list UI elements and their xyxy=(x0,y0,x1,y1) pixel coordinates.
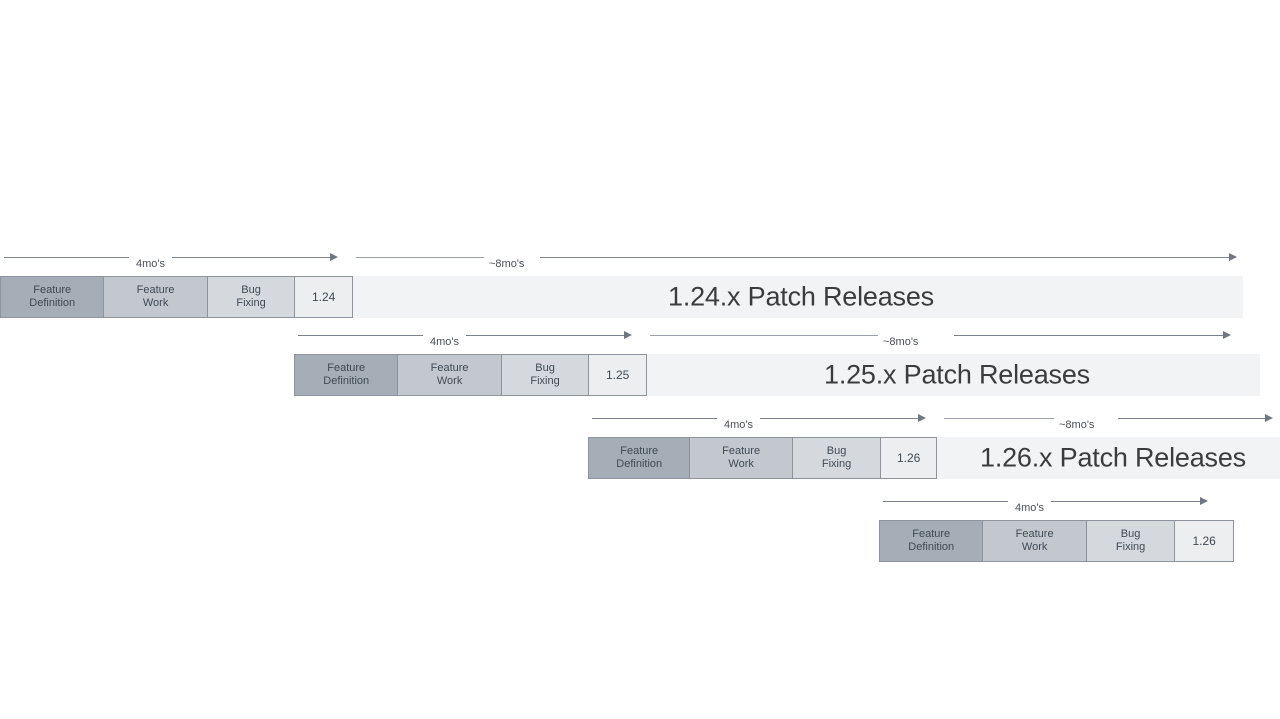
dev-duration-label: 4mo's xyxy=(724,419,753,431)
phase-label-line-1: Feature xyxy=(430,362,469,374)
phase-label-line-2: Definition xyxy=(323,375,370,387)
dev-duration-label: 4mo's xyxy=(136,258,165,270)
phase-label-line-2: Definition xyxy=(908,541,955,553)
phase-bar-1: Feature Definition Feature Work Bug Fixi… xyxy=(0,276,353,318)
dev-rule-left-segment xyxy=(592,418,717,419)
phase-label-line-1: Feature xyxy=(327,362,366,374)
phase-label-line-1: Feature xyxy=(912,528,951,540)
version-chip[interactable]: 1.26 xyxy=(881,438,936,478)
phase-feature-work[interactable]: Feature Work xyxy=(983,521,1087,561)
phase-bar-2: Feature Definition Feature Work Bug Fixi… xyxy=(294,354,647,396)
phase-label-line-2: Definition xyxy=(616,458,663,470)
patch-arrow-head xyxy=(1229,253,1237,261)
patch-duration-label: ~8mo's xyxy=(489,258,525,270)
dev-duration-label: 4mo's xyxy=(430,336,459,348)
patch-rule-right-segment xyxy=(1118,418,1268,419)
phase-bug-fixing[interactable]: Bug Fixing xyxy=(792,438,882,478)
phase-label-line-1: Bug xyxy=(1120,528,1141,540)
patch-arrow-head xyxy=(1223,331,1231,339)
patch-duration-label: ~8mo's xyxy=(883,336,919,348)
phase-label-line-1: Feature xyxy=(136,284,175,296)
duration-rules-row-1: 4mo's ~8mo's xyxy=(0,248,1245,270)
dev-rule-left-segment xyxy=(883,501,1008,502)
release-row-2: 4mo's ~8mo's 1.25.x Patch Releases Featu… xyxy=(294,326,1280,404)
phase-feature-definition[interactable]: Feature Definition xyxy=(1,277,105,317)
dev-rule-left-segment xyxy=(4,257,129,258)
phase-feature-work[interactable]: Feature Work xyxy=(690,438,793,478)
phase-bug-fixing[interactable]: Bug Fixing xyxy=(1086,521,1176,561)
patch-rule-left-segment xyxy=(944,418,1054,419)
phase-label-line-1: Bug xyxy=(241,284,261,296)
dev-rule-left-segment xyxy=(298,335,423,336)
phase-label-line-2: Fixing xyxy=(530,375,560,387)
duration-rules-row-2: 4mo's ~8mo's xyxy=(294,326,1260,348)
dev-arrow-head xyxy=(1200,497,1208,505)
release-row-3: 4mo's ~8mo's 1.26.x Patch Releases Featu… xyxy=(588,409,1280,487)
phase-feature-work[interactable]: Feature Work xyxy=(104,277,208,317)
dev-rule-right-segment xyxy=(1051,501,1202,502)
phase-label-line-1: Feature xyxy=(620,445,659,457)
version-chip[interactable]: 1.26 xyxy=(1175,521,1234,561)
dev-arrow-head xyxy=(624,331,632,339)
patch-rule-right-segment xyxy=(540,257,1232,258)
patch-release-band-label-1: 1.24.x Patch Releases xyxy=(668,281,934,312)
phase-label-line-1: Feature xyxy=(33,284,72,296)
dev-arrow-head xyxy=(918,414,926,422)
patch-rule-left-segment xyxy=(356,257,484,258)
phase-label-line-1: Feature xyxy=(1015,528,1054,540)
duration-rules-row-4: 4mo's xyxy=(879,492,1209,514)
phase-label-line-2: Fixing xyxy=(1115,541,1146,553)
dev-arrow-head xyxy=(330,253,338,261)
patch-release-band-label-2: 1.25.x Patch Releases xyxy=(824,359,1090,390)
release-row-1: 4mo's ~8mo's 1.24.x Patch Releases Featu… xyxy=(0,248,1280,326)
phase-label-line-2: Work xyxy=(728,458,754,470)
phase-feature-definition[interactable]: Feature Definition xyxy=(295,355,399,395)
phase-bug-fixing[interactable]: Bug Fixing xyxy=(207,277,296,317)
phase-label-line-1: Feature xyxy=(722,445,761,457)
phase-feature-definition[interactable]: Feature Definition xyxy=(589,438,691,478)
dev-rule-right-segment xyxy=(760,418,920,419)
phase-label-line-1: Bug xyxy=(826,445,847,457)
phase-label-line-2: Fixing xyxy=(236,297,266,309)
phase-label-line-2: Definition xyxy=(29,297,76,309)
phase-bar-3: Feature Definition Feature Work Bug Fixi… xyxy=(588,437,937,479)
dev-duration-label: 4mo's xyxy=(1015,502,1044,514)
phase-label-line-2: Work xyxy=(1021,541,1048,553)
duration-rules-row-3: 4mo's ~8mo's xyxy=(588,409,1280,431)
phase-feature-definition[interactable]: Feature Definition xyxy=(880,521,984,561)
phase-label-line-2: Work xyxy=(436,375,463,387)
version-chip[interactable]: 1.24 xyxy=(295,277,352,317)
dev-rule-right-segment xyxy=(466,335,626,336)
patch-release-band-label-3: 1.26.x Patch Releases xyxy=(980,442,1246,473)
phase-bug-fixing[interactable]: Bug Fixing xyxy=(501,355,590,395)
phase-bar-4: Feature Definition Feature Work Bug Fixi… xyxy=(879,520,1234,562)
phase-label-line-1: Bug xyxy=(535,362,555,374)
version-chip[interactable]: 1.25 xyxy=(589,355,646,395)
phase-label-line-2: Work xyxy=(142,297,169,309)
patch-rule-left-segment xyxy=(650,335,878,336)
phase-feature-work[interactable]: Feature Work xyxy=(398,355,502,395)
patch-duration-label: ~8mo's xyxy=(1059,419,1095,431)
patch-rule-right-segment xyxy=(954,335,1226,336)
patch-arrow-head xyxy=(1265,414,1273,422)
phase-label-line-2: Fixing xyxy=(821,458,852,470)
dev-rule-right-segment xyxy=(172,257,332,258)
release-row-4: 4mo's Feature Definition Feature Work Bu… xyxy=(879,492,1234,570)
